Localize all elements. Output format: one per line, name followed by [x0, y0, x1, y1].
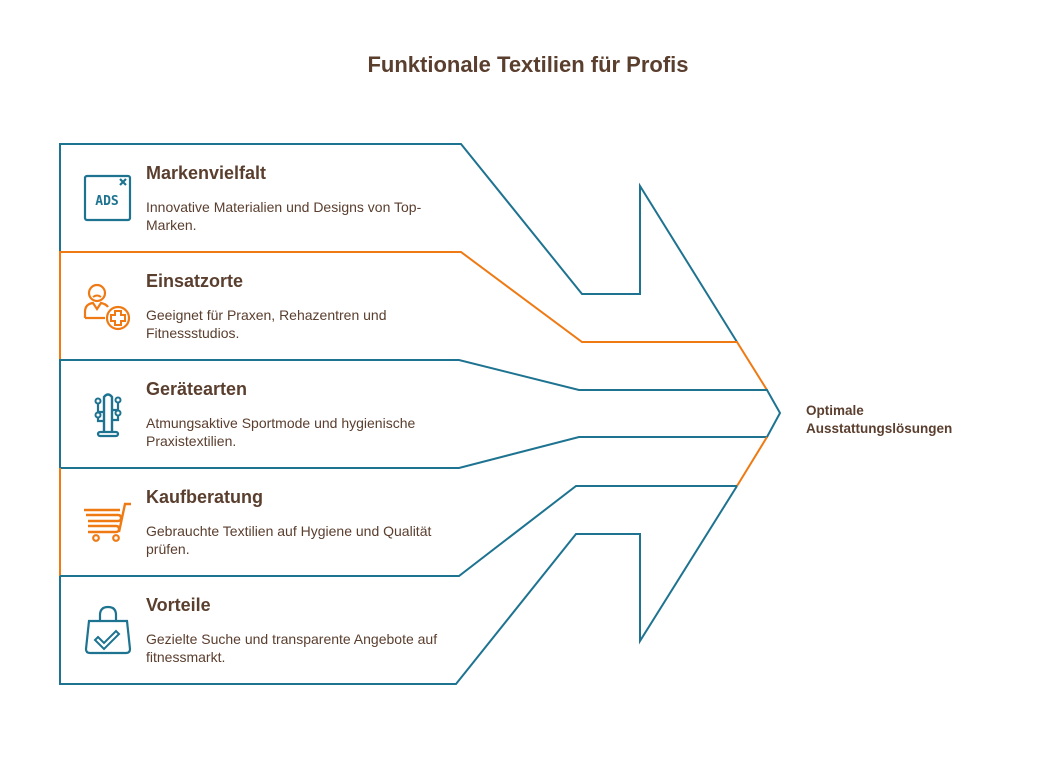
section-outline-geraetearten — [59, 359, 782, 469]
coat-rack-icon — [94, 393, 122, 438]
page-title: Funktionale Textilien für Profis — [367, 52, 689, 77]
person-plus-icon — [83, 283, 131, 331]
ads-icon: ADS — [83, 174, 132, 222]
goal-label: Optimale Ausstattungslösungen — [806, 402, 1006, 438]
item-desc-kaufberatung: Gebrauchte Textilien auf Hygiene und Qua… — [146, 523, 432, 557]
section-outline-einsatzorte — [59, 251, 768, 391]
item-title-geraetearten: Gerätearten — [146, 379, 248, 399]
svg-text:ADS: ADS — [95, 194, 119, 209]
item-title-markenvielfalt: Markenvielfalt — [146, 163, 267, 183]
item-desc-markenvielfalt: Innovative Materialien und Designs von T… — [146, 199, 422, 233]
item-title-vorteile: Vorteile — [146, 595, 211, 615]
section-outline-kaufberatung-right — [736, 436, 768, 487]
section-outline-markenvielfalt — [59, 143, 738, 343]
goal-line-2: Ausstattungslösungen — [806, 421, 953, 436]
item-title-einsatzorte: Einsatzorte — [146, 271, 244, 291]
item-title-kaufberatung: Kaufberatung — [146, 487, 263, 507]
shopping-cart-icon — [84, 502, 131, 542]
goal-line-1: Optimale — [806, 403, 864, 418]
section-outline-vorteile — [59, 485, 738, 685]
item-desc-vorteile: Gezielte Suche und transparente Angebote… — [146, 631, 438, 665]
shopping-bag-check-icon — [84, 605, 132, 655]
section-outline-kaufberatung-bottom — [60, 485, 737, 577]
item-desc-einsatzorte: Geeignet für Praxen, Rehazentren und Fit… — [146, 307, 387, 341]
item-desc-geraetearten: Atmungsaktive Sportmode und hygienische … — [146, 415, 416, 449]
